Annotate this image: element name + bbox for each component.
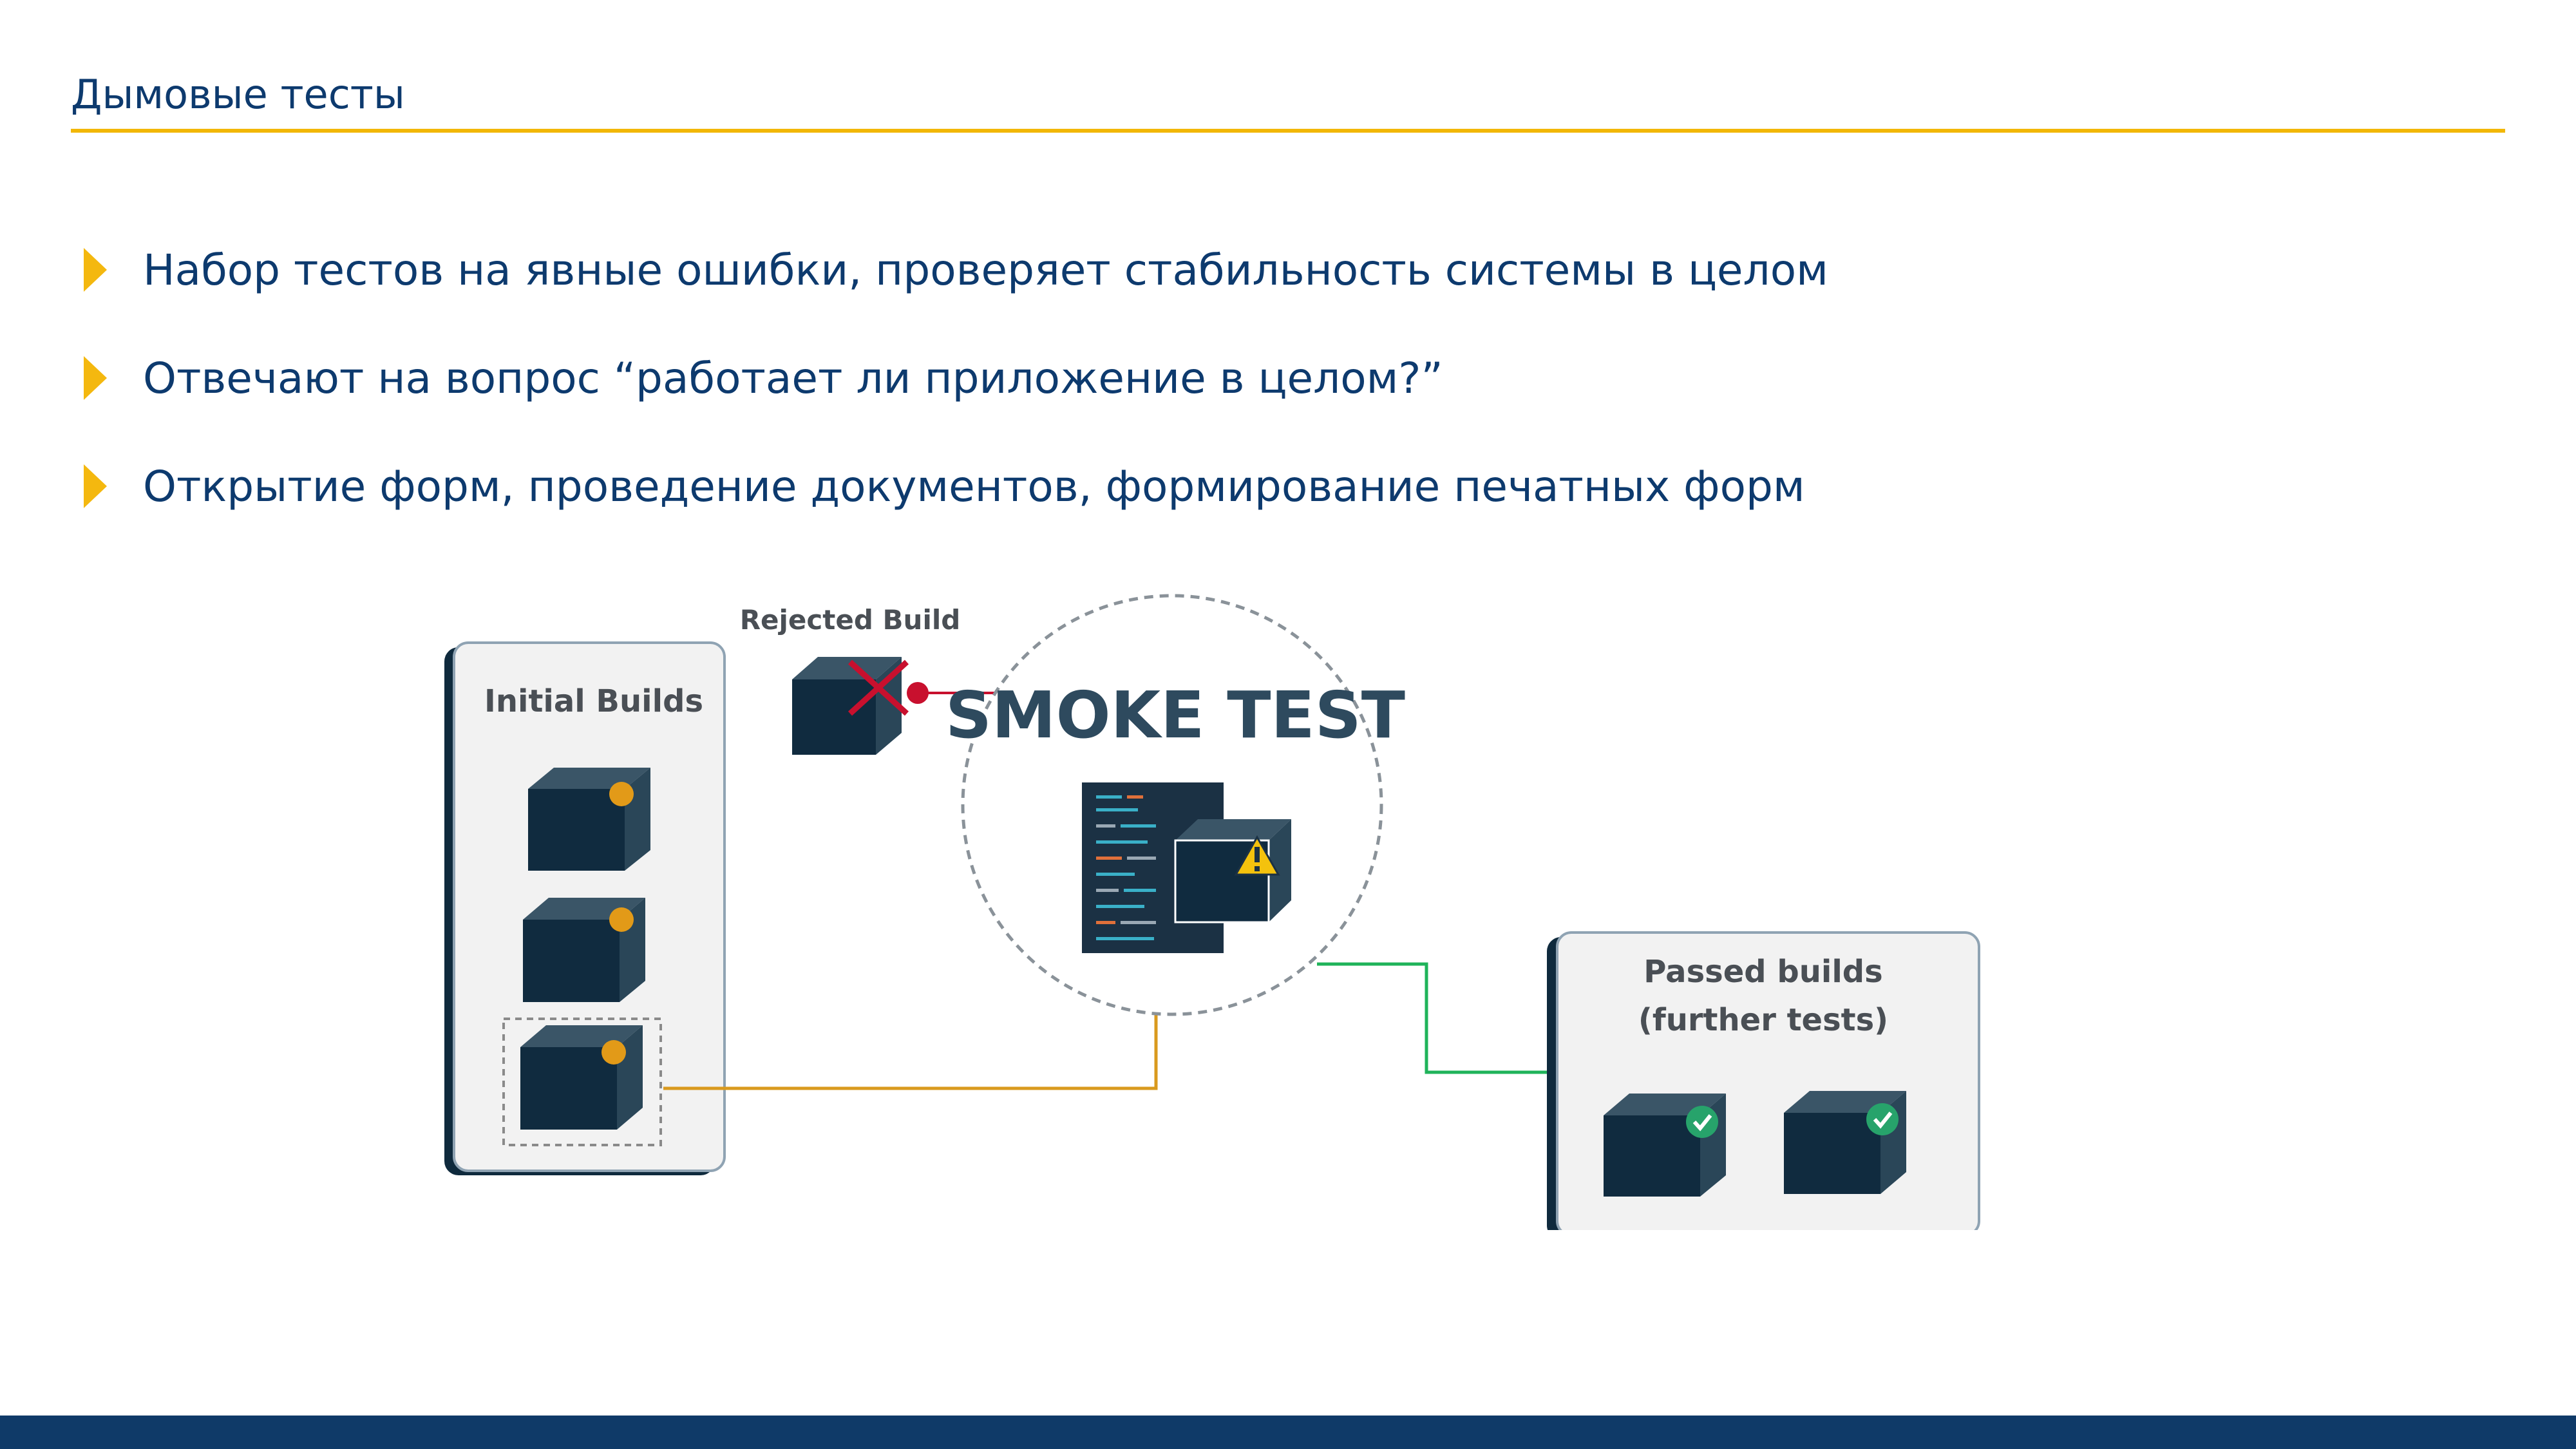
bullet-arrow-icon [84, 464, 107, 508]
pass-connector-line [1317, 962, 1571, 1074]
bullet-item: Отвечают на вопрос “работает ли приложен… [84, 324, 1828, 432]
passed-build-cube-icon [1784, 1091, 1906, 1194]
build-cube-icon [528, 768, 650, 871]
bullet-item: Открытие форм, проведение документов, фо… [84, 432, 1828, 540]
title-underline [71, 129, 2505, 133]
build-cube-icon [523, 898, 645, 1002]
reject-connector-dot [907, 682, 929, 704]
warning-icon [1234, 835, 1280, 876]
bullet-text: Отвечают на вопрос “работает ли приложен… [143, 353, 1443, 403]
passed-build-cube-icon [1604, 1094, 1726, 1197]
smoke-test-label: SMOKE TEST [945, 677, 1405, 753]
rejected-build-label: Rejected Build [740, 604, 961, 636]
bullet-text: Набор тестов на явные ошибки, проверяет … [143, 245, 1828, 295]
passed-builds-label: Passed builds [1643, 954, 1882, 990]
bullet-list: Набор тестов на явные ошибки, проверяет … [84, 216, 1828, 540]
selected-build-cube-icon [502, 1018, 662, 1146]
bullet-text: Открытие форм, проведение документов, фо… [143, 461, 1805, 511]
bullet-arrow-icon [84, 356, 107, 400]
bullet-arrow-icon [84, 248, 107, 292]
bullet-item: Набор тестов на явные ошибки, проверяет … [84, 216, 1828, 324]
slide-title: Дымовые тесты [71, 71, 405, 118]
passed-builds-sublabel: (further tests) [1638, 1002, 1888, 1038]
rejected-build-cube-icon [792, 657, 902, 755]
reject-cross-icon [848, 659, 909, 716]
initial-builds-label: Initial Builds [484, 683, 703, 719]
smoke-test-diagram: Initial Builds Rejected Build SMOKE TEST [444, 594, 1980, 1230]
footer-bar [0, 1416, 2576, 1449]
test-cube-icon [1174, 819, 1291, 923]
